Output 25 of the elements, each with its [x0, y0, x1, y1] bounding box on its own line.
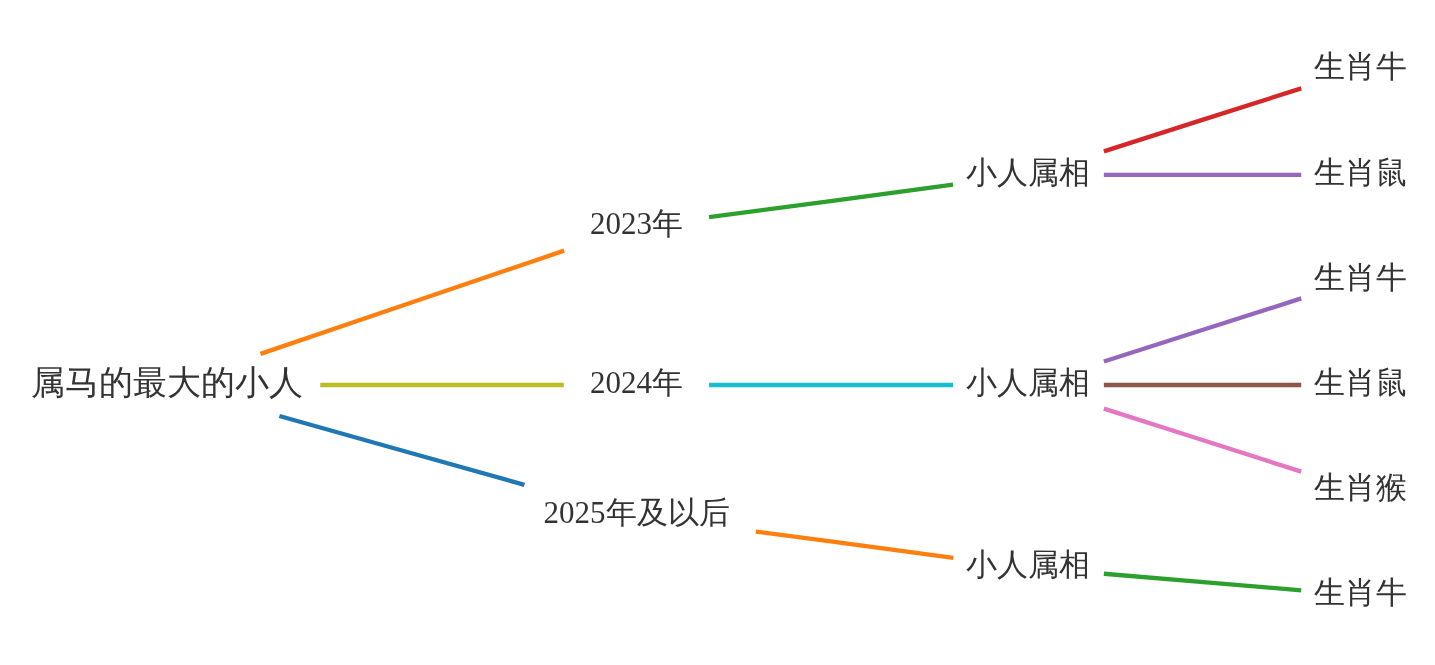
- connector: [320, 382, 564, 388]
- connector: [1103, 382, 1302, 388]
- node-text: 2024年: [590, 364, 684, 400]
- node-text: 小人属相: [966, 154, 1091, 190]
- connector: [259, 248, 565, 356]
- connector: [709, 382, 954, 388]
- node-text: 2023年: [590, 206, 684, 242]
- connector: [1103, 86, 1302, 154]
- connector: [1103, 406, 1302, 474]
- node-text: 生肖牛: [1314, 258, 1408, 295]
- node-text: 生肖鼠: [1314, 153, 1408, 190]
- connector: [1103, 571, 1302, 593]
- node-text: 生肖牛: [1314, 573, 1408, 610]
- node-text: 生肖猴: [1314, 468, 1408, 505]
- node-text: 生肖鼠: [1314, 363, 1408, 400]
- node-text: 小人属相: [966, 547, 1091, 583]
- node-text: 小人属相: [966, 364, 1091, 400]
- connector: [755, 529, 954, 560]
- connector: [708, 182, 954, 220]
- node-text: 属马的最大的小人: [31, 362, 304, 401]
- node-text: 生肖牛: [1314, 48, 1408, 85]
- connector: [1103, 296, 1302, 364]
- connector: [278, 413, 526, 487]
- node-text: 2025年及以后: [543, 495, 730, 531]
- connector: [1103, 172, 1302, 178]
